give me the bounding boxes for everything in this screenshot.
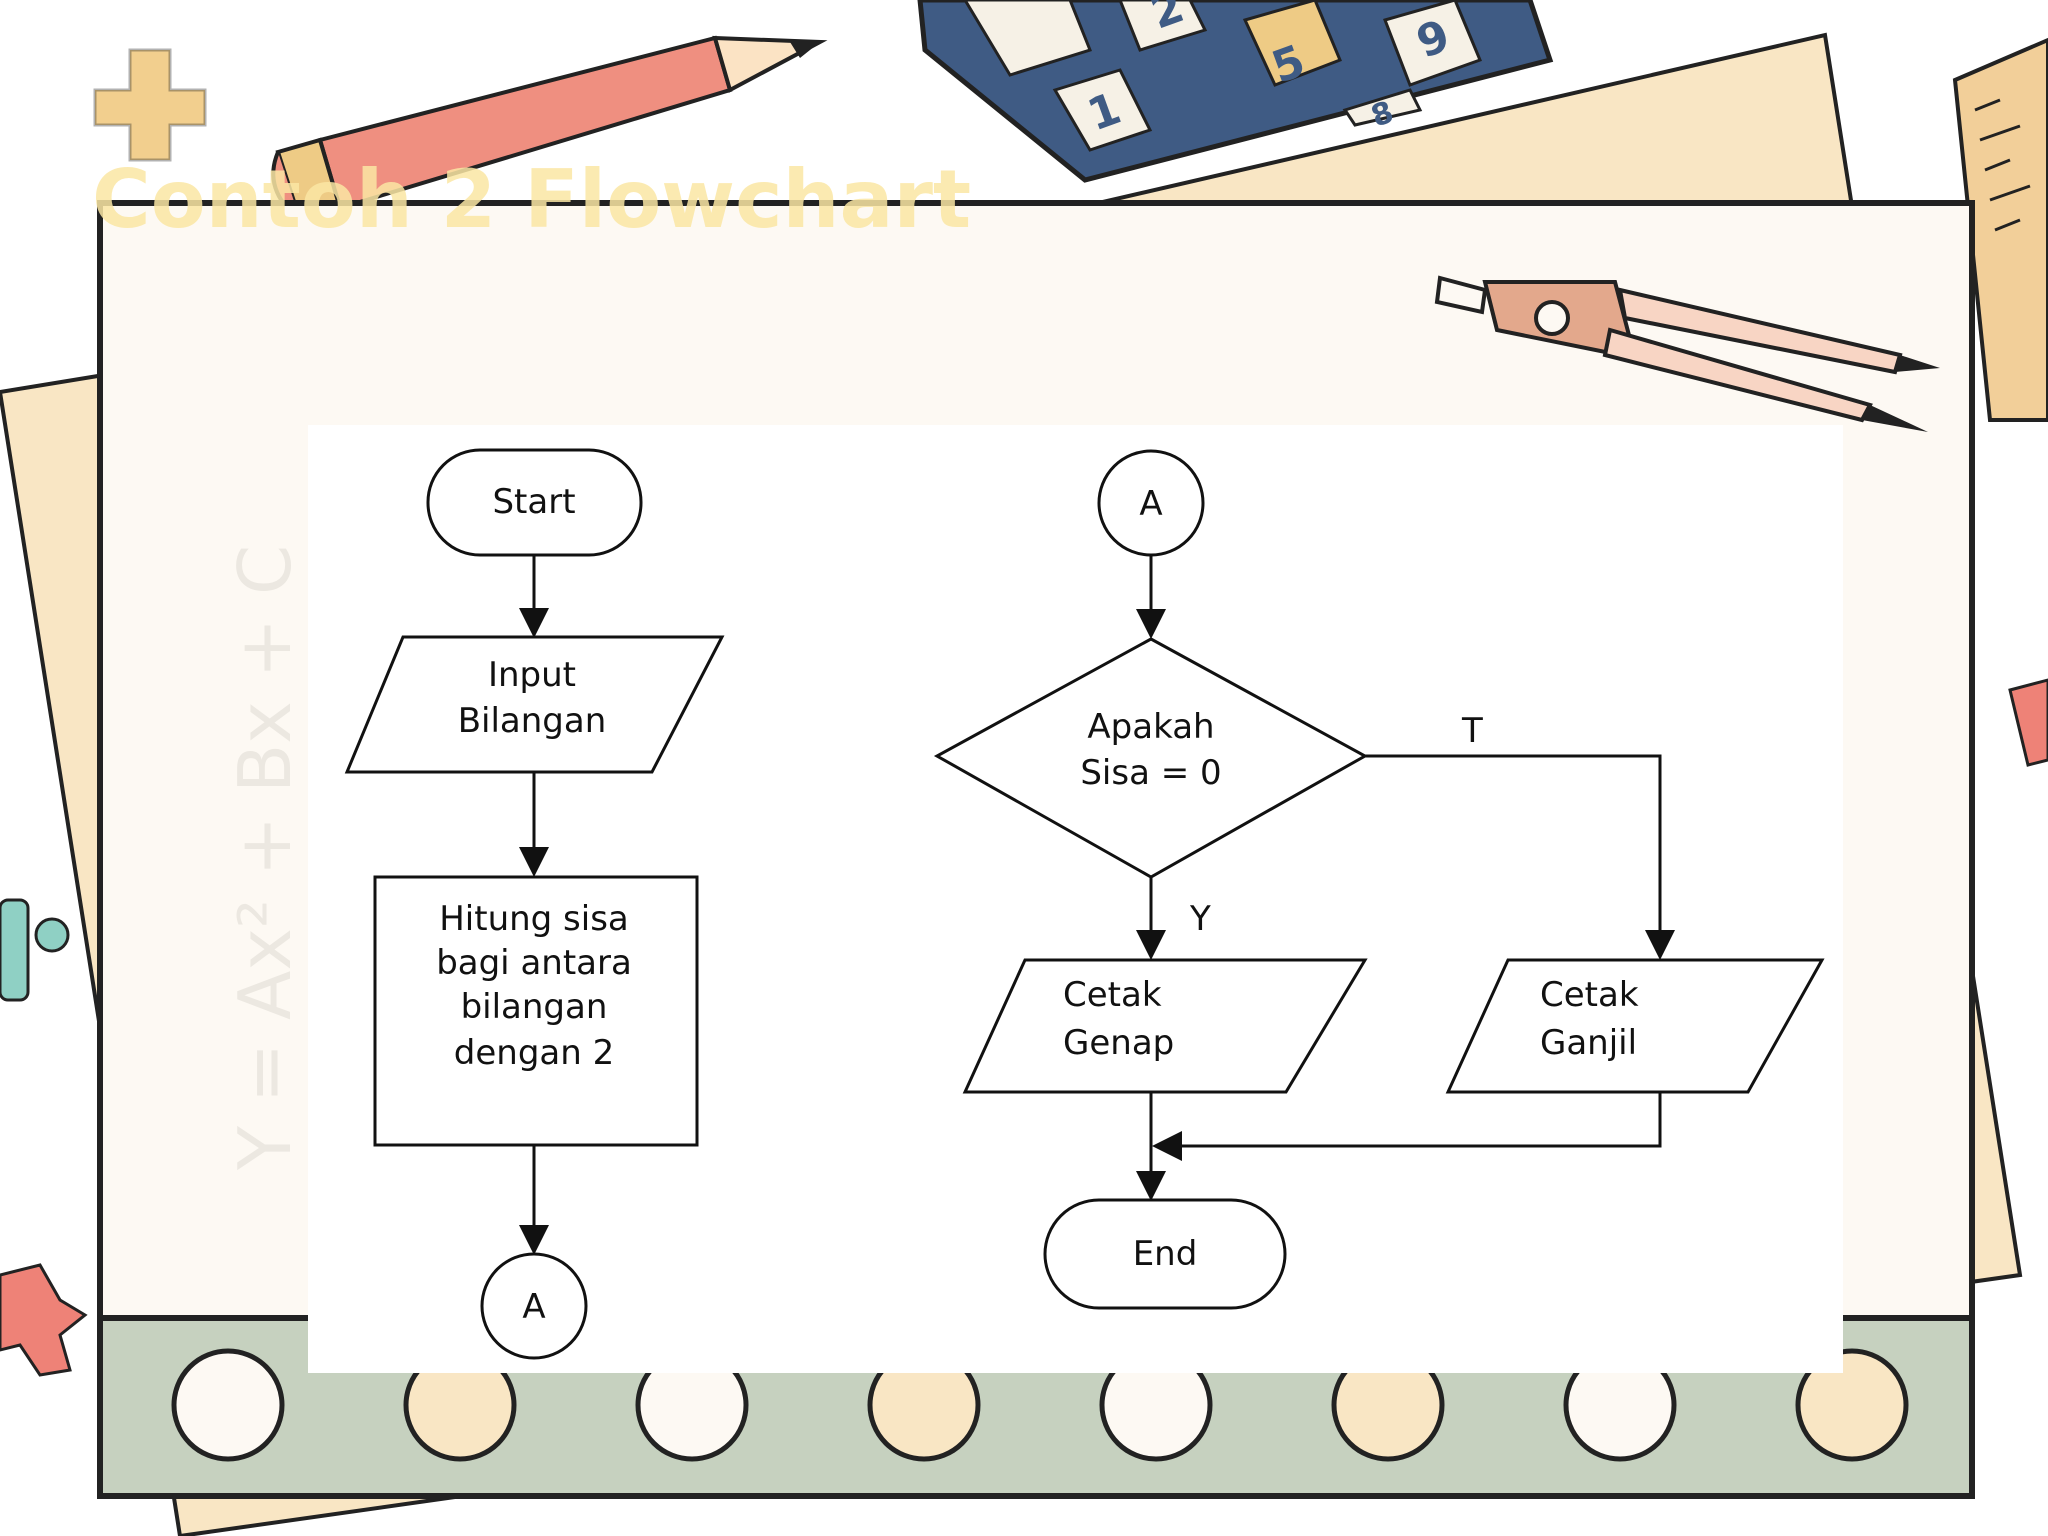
multiply-symbol-icon [0,1263,88,1377]
coral-tab [2008,678,2048,767]
node-print-odd-label-1: Cetak [1540,975,1639,1015]
ruler-icon [1952,37,2048,422]
edge-decision-odd [1365,754,1675,960]
node-process-label-1: Hitung sisa [439,899,629,939]
calculator-icon: 1 2 5 9 8 [917,0,1554,183]
node-decision-label-1: Apakah [1087,707,1214,747]
node-input [344,635,725,774]
binder-holes [171,1348,1909,1462]
node-start-label: Start [492,482,575,522]
decor-formula: Y = Ax² + Bx + C [223,545,307,1171]
binder-hole [1795,1348,1909,1462]
node-process [373,875,699,1147]
node-process-label-4: dengan 2 [454,1033,614,1073]
node-print-even-label-2: Genap [1063,1023,1174,1063]
node-print-even [962,958,1368,1094]
node-input-label-1: Input [488,655,576,695]
edge-odd-end [1152,1092,1662,1161]
edge-label-yes: Y [1189,899,1211,939]
node-print-odd [1445,958,1825,1094]
node-end [1043,1198,1287,1310]
node-process-label-2: bagi antara [436,943,632,983]
node-print-odd-label-2: Ganjil [1540,1023,1637,1063]
node-connector-out [480,1252,588,1360]
plus-sign-icon [93,48,207,162]
node-input-label-2: Bilangan [458,701,607,741]
node-print-even-label-1: Cetak [1063,975,1162,1015]
slide-title: Contoh 2 Flowchart [92,153,972,246]
edge-label-no: T [1461,711,1483,751]
node-connector-out-label: A [522,1287,545,1327]
node-end-label: End [1133,1234,1198,1274]
division-symbol-icon [0,898,70,1002]
node-decision-label-2: Sisa = 0 [1080,753,1221,793]
node-process-label-3: bilangan [461,987,608,1027]
compass-icon [1434,275,1940,432]
node-connector-in-label: A [1139,484,1162,524]
binder-hole [171,1348,285,1462]
